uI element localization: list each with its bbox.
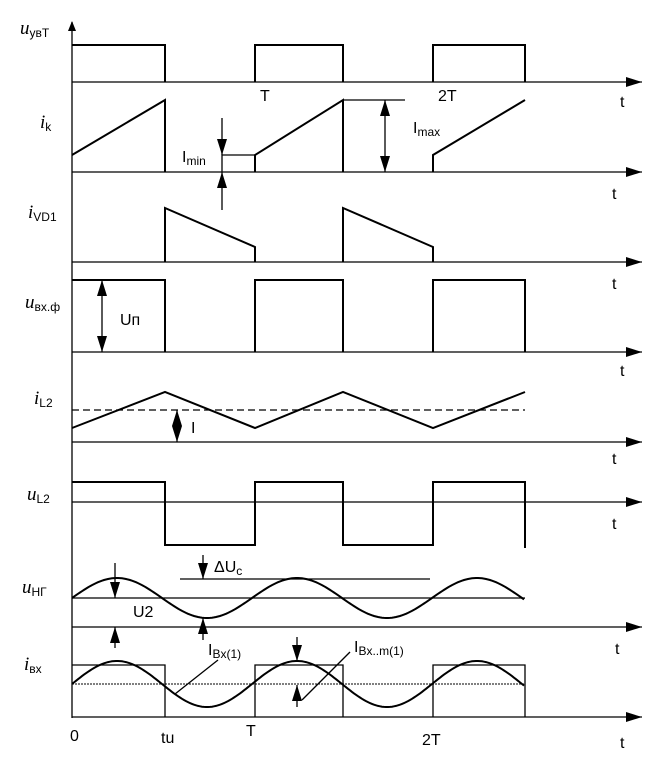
label-i: I xyxy=(191,420,195,437)
svg-text:t: t xyxy=(612,451,617,468)
svg-text:t: t xyxy=(612,276,617,293)
label-T-bottom: T xyxy=(246,723,256,740)
waveform-i-l2 xyxy=(71,390,526,430)
waveform-u-yvt xyxy=(72,44,526,82)
svg-text:iL2: iL2 xyxy=(34,388,53,410)
svg-text:t: t xyxy=(620,94,625,111)
svg-text:ik: ik xyxy=(40,112,52,134)
svg-text:iVD1: iVD1 xyxy=(28,202,57,224)
input-current-pulses xyxy=(72,664,526,717)
waveform-i-vx xyxy=(71,660,525,708)
svg-text:t: t xyxy=(612,516,617,533)
svg-text:t: t xyxy=(612,186,617,203)
waveform-u-ng xyxy=(71,577,525,619)
waveform-u-l2 xyxy=(72,481,526,548)
label-zero: 0 xyxy=(70,728,79,745)
label-up: Uп xyxy=(120,312,140,329)
signal-labels: uувТ ik iVD1 uвх.ф iL2 uL2 uНГ iвх xyxy=(20,18,60,676)
label-2T: 2T xyxy=(438,88,457,105)
label-tu: tu xyxy=(161,730,174,747)
label-2T-bottom: 2T xyxy=(422,732,441,749)
label-imin: Imin xyxy=(182,149,206,168)
label-T: T xyxy=(260,88,270,105)
waveform-i-vd1 xyxy=(164,206,434,262)
svg-text:t: t xyxy=(620,735,625,752)
svg-text:uувТ: uувТ xyxy=(20,18,50,40)
svg-text:uНГ: uНГ xyxy=(22,577,47,599)
svg-text:uL2: uL2 xyxy=(27,484,50,506)
svg-text:t: t xyxy=(615,641,620,658)
svg-text:iвх: iвх xyxy=(24,654,42,676)
time-axes xyxy=(72,77,642,722)
t-labels: t t t t t t t t xyxy=(612,94,625,752)
label-imax: Imax xyxy=(413,120,440,139)
svg-text:t: t xyxy=(620,363,625,380)
label-ibxm: IBx..m(1) xyxy=(354,639,404,658)
svg-text:uвх.ф: uвх.ф xyxy=(25,292,60,314)
label-delta-uc: ΔUc xyxy=(214,559,242,578)
label-u2: U2 xyxy=(133,604,154,621)
waveform-i-k xyxy=(71,98,526,172)
label-ibx1: IBx(1) xyxy=(208,642,241,661)
